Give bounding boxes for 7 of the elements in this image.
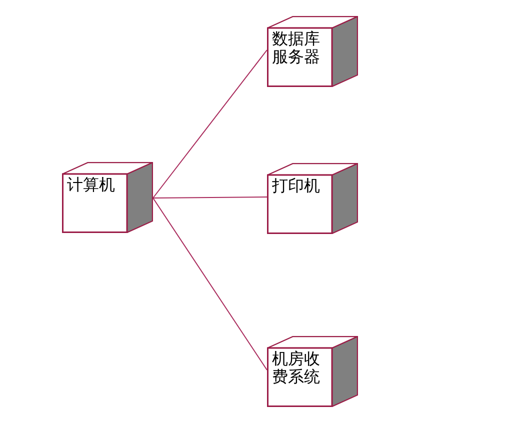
- node-label: 打印机: [272, 177, 321, 195]
- node-label: 机房收费系统: [272, 350, 321, 386]
- node-label: 计算机: [67, 176, 116, 194]
- connector-line: [152, 50, 268, 198]
- node-label: 数据库服务器: [272, 30, 321, 66]
- connector-line: [152, 198, 268, 370]
- connector-line: [152, 196, 268, 198]
